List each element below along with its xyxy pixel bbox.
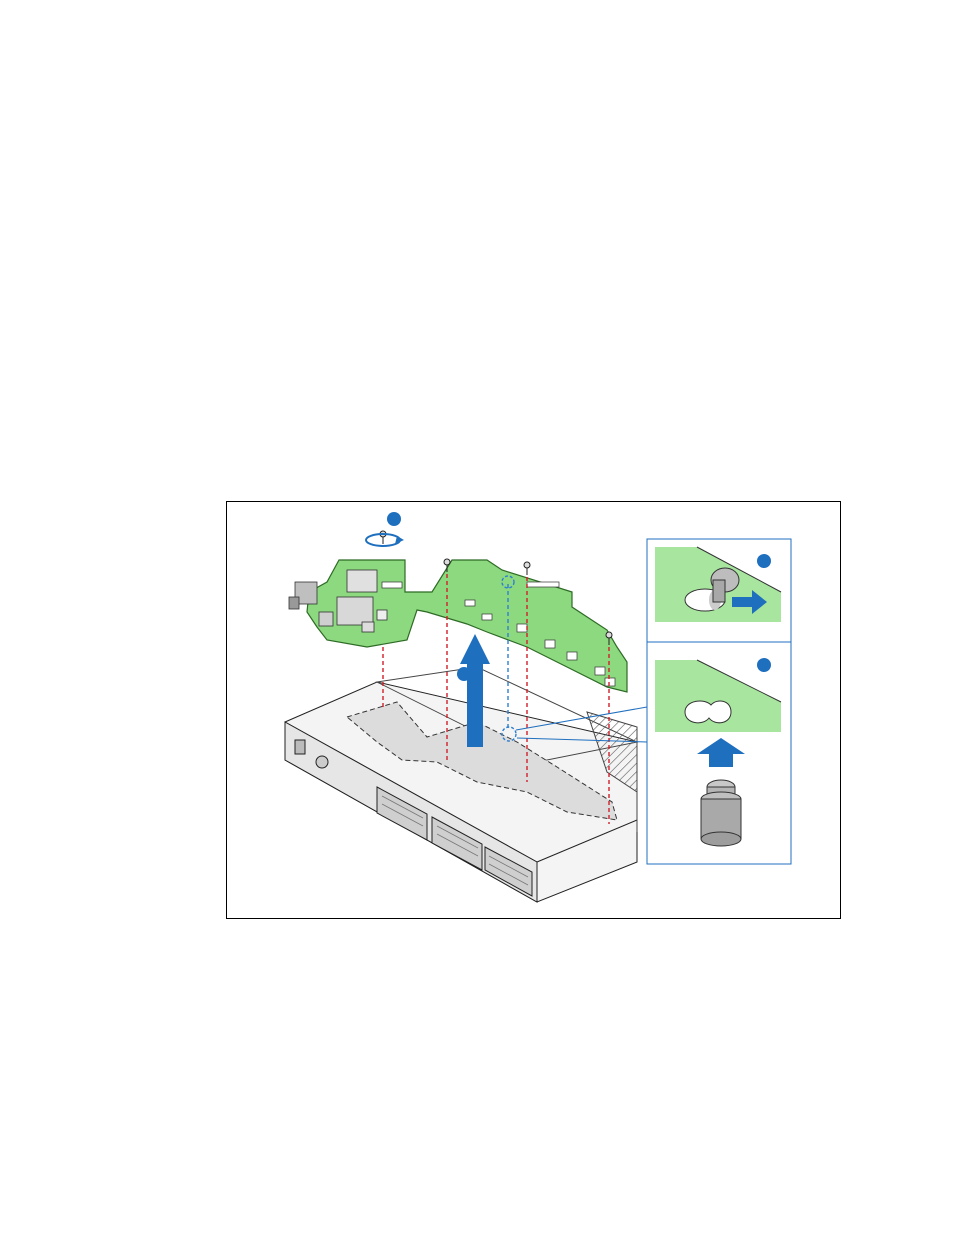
status-led-icon: [316, 756, 328, 768]
component-tall: [347, 570, 377, 592]
screw-icon: [524, 562, 530, 575]
callout-A: [387, 512, 401, 526]
figure-frame: [226, 501, 841, 919]
screw-icon: [380, 531, 386, 544]
power-button-icon: [295, 740, 305, 754]
detail-keyhole: [655, 658, 781, 732]
detail-inset-panel: [647, 539, 791, 864]
keyhole-icon: [685, 701, 731, 723]
callout-D: [757, 658, 771, 672]
callout-C: [757, 554, 771, 568]
standoff-icon: [701, 780, 741, 846]
callout-B: [457, 667, 471, 681]
detail-push-standoff: [655, 547, 781, 622]
baseboard-removal-illustration: [227, 502, 842, 920]
